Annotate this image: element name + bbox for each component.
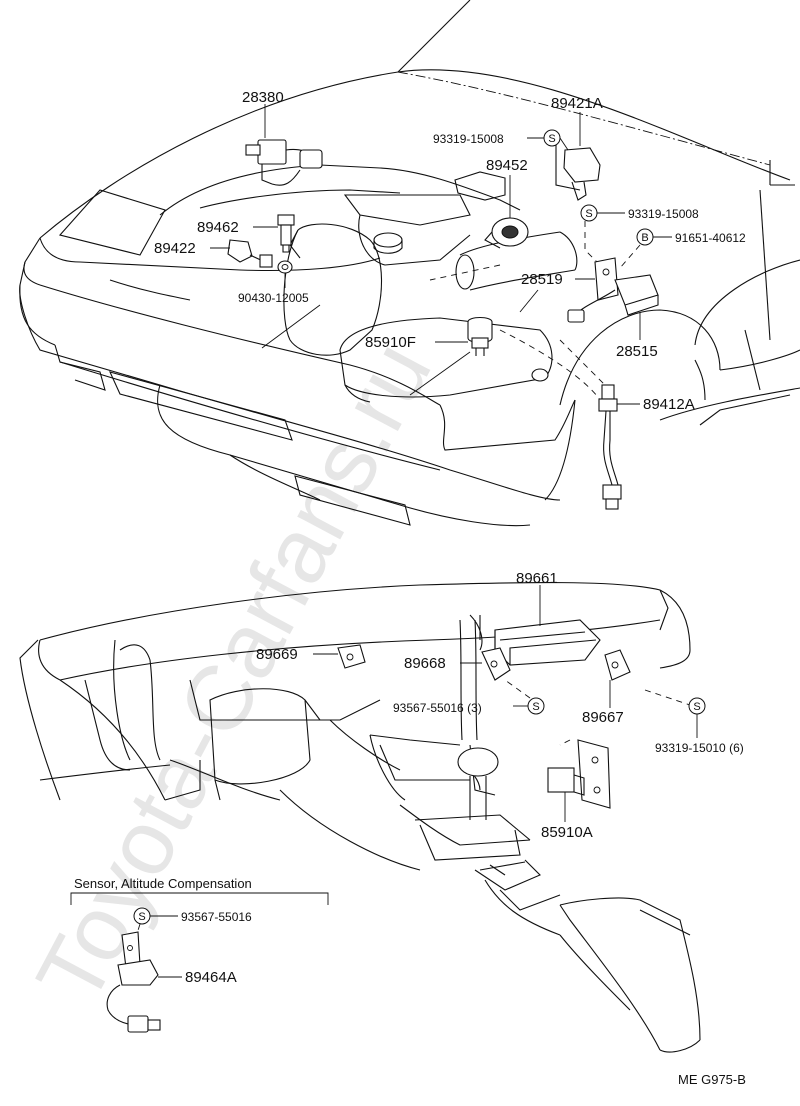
svg-text:B: B bbox=[641, 232, 648, 244]
label-90430-12005: 90430-12005 bbox=[238, 291, 309, 305]
inset-title: Sensor, Altitude Compensation bbox=[74, 876, 252, 891]
svg-text:S: S bbox=[138, 911, 145, 923]
part-89422 bbox=[227, 239, 273, 268]
part-85910F bbox=[467, 316, 493, 356]
part-89462 bbox=[277, 214, 295, 253]
symbol-s-icon bbox=[527, 697, 545, 715]
part-89668 bbox=[481, 647, 511, 681]
part-90430-12005 bbox=[277, 260, 293, 274]
label-93567-55016: 93567-55016 bbox=[181, 910, 252, 924]
label-85910F: 85910F bbox=[365, 334, 416, 351]
label-89412A: 89412A bbox=[643, 396, 695, 413]
label-28380: 28380 bbox=[242, 89, 284, 106]
label-89462: 89462 bbox=[197, 219, 239, 236]
label-93319-15010-6: 93319-15010 (6) bbox=[655, 741, 744, 755]
dashboard-drawing bbox=[19, 582, 701, 1053]
svg-text:S: S bbox=[532, 701, 539, 713]
label-89661: 89661 bbox=[516, 570, 558, 587]
part-28380-vsv bbox=[245, 139, 323, 186]
part-89412A-oxygen-sensor bbox=[598, 384, 622, 510]
part-89661-ecu bbox=[494, 619, 601, 666]
part-89667 bbox=[604, 649, 631, 681]
inset-altitude-sensor: Sensor, Altitude Compensation S 93567-55… bbox=[70, 876, 329, 1033]
label-93319-15008-b: 93319-15008 bbox=[628, 207, 699, 221]
figure-code: ME G975-B bbox=[678, 1072, 746, 1087]
svg-text:S: S bbox=[585, 208, 592, 220]
part-28519-bracket bbox=[594, 257, 619, 301]
label-89464A: 89464A bbox=[185, 969, 237, 986]
label-85910A: 85910A bbox=[541, 824, 593, 841]
label-93567-55016-3: 93567-55016 (3) bbox=[393, 701, 482, 715]
svg-text:S: S bbox=[693, 701, 700, 713]
part-89669 bbox=[337, 644, 366, 669]
label-89421A: 89421A bbox=[551, 95, 603, 112]
part-89421A bbox=[555, 140, 601, 201]
label-93319-15008-a: 93319-15008 bbox=[433, 132, 504, 146]
part-28515-relay bbox=[567, 274, 659, 323]
label-89669: 89669 bbox=[256, 646, 298, 663]
label-91651-40612: 91651-40612 bbox=[675, 231, 746, 245]
engine-bay-drawing bbox=[19, 0, 800, 527]
label-89667: 89667 bbox=[582, 709, 624, 726]
label-28519: 28519 bbox=[521, 271, 563, 288]
symbol-s-text: S bbox=[548, 133, 555, 145]
label-89452: 89452 bbox=[486, 157, 528, 174]
label-89422: 89422 bbox=[154, 240, 196, 257]
label-28515: 28515 bbox=[616, 343, 658, 360]
label-89668: 89668 bbox=[404, 655, 446, 672]
part-85910A bbox=[547, 739, 611, 809]
part-89452 bbox=[484, 217, 529, 249]
